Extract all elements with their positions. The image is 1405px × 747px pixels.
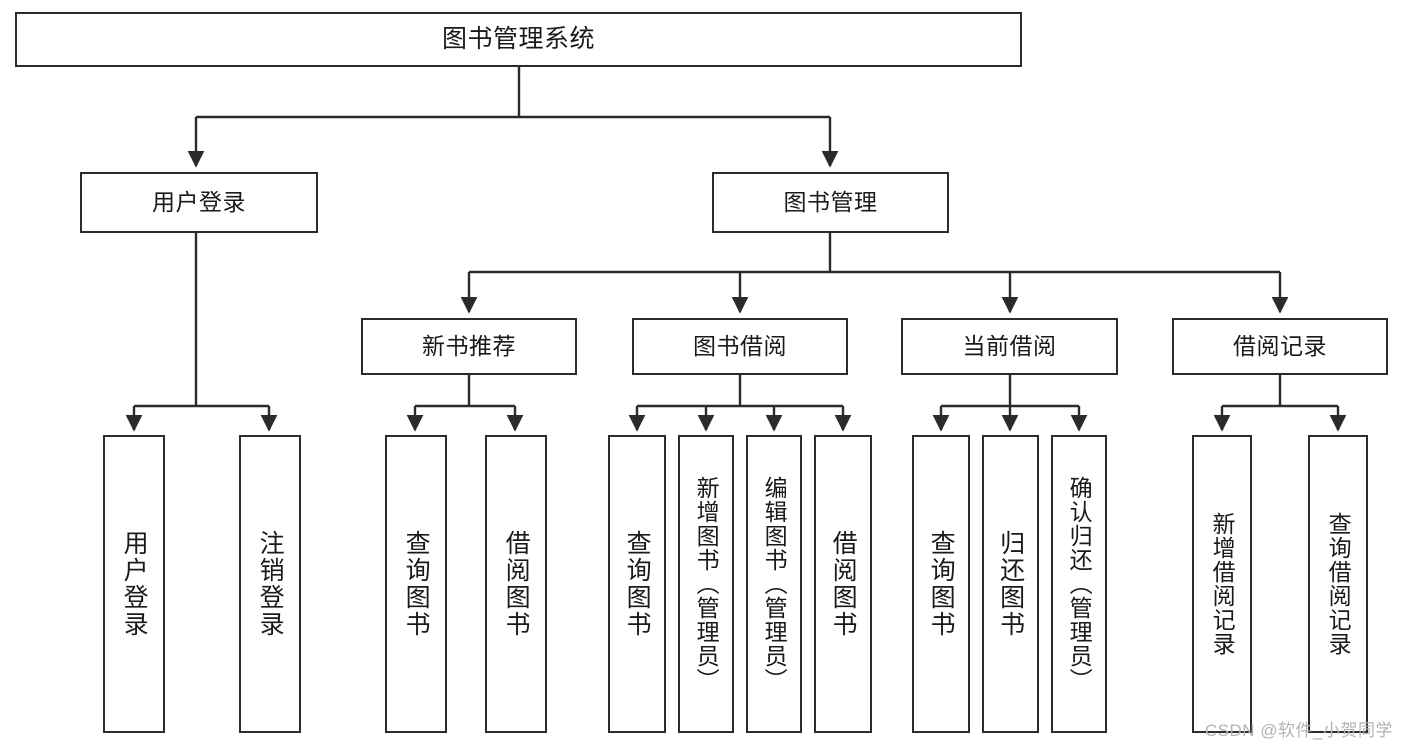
- node-borrow-record[interactable]: 借阅记录: [1172, 318, 1388, 375]
- node-label: 查询图书: [927, 530, 956, 638]
- node-label: 图书管理: [783, 188, 878, 215]
- leaf-current-borrow-query[interactable]: 查询图书: [912, 435, 970, 733]
- node-label: 新书推荐: [422, 332, 516, 359]
- node-book-management[interactable]: 图书管理: [712, 172, 949, 233]
- node-new-book-recommend[interactable]: 新书推荐: [361, 318, 577, 375]
- leaf-current-borrow-return[interactable]: 归还图书: [982, 435, 1039, 733]
- leaf-book-borrow-lend[interactable]: 借阅图书: [814, 435, 872, 733]
- leaf-new-book-borrow[interactable]: 借阅图书: [485, 435, 547, 733]
- node-label: 编辑图书（管理员）: [761, 476, 788, 692]
- node-label: 查询图书: [623, 530, 652, 638]
- node-user-login[interactable]: 用户登录: [80, 172, 318, 233]
- watermark-text: CSDN @软件_小贺同学: [1204, 721, 1393, 740]
- leaf-borrow-record-add[interactable]: 新增借阅记录: [1192, 435, 1252, 733]
- node-current-borrow[interactable]: 当前借阅: [901, 318, 1118, 375]
- node-label: 借阅记录: [1233, 332, 1327, 359]
- leaf-book-borrow-query[interactable]: 查询图书: [608, 435, 666, 733]
- node-label: 查询图书: [402, 530, 431, 638]
- node-label: 图书借阅: [693, 332, 787, 359]
- leaf-user-login-signin[interactable]: 用户登录: [103, 435, 165, 733]
- leaf-book-borrow-add[interactable]: 新增图书（管理员）: [678, 435, 734, 733]
- leaf-borrow-record-query[interactable]: 查询借阅记录: [1308, 435, 1368, 733]
- leaf-user-login-signout[interactable]: 注销登录: [239, 435, 301, 733]
- node-label: 用户登录: [152, 188, 246, 215]
- leaf-current-borrow-confirm-return[interactable]: 确认归还（管理员）: [1051, 435, 1107, 733]
- node-book-borrow[interactable]: 图书借阅: [632, 318, 848, 375]
- node-label: 注销登录: [256, 530, 285, 638]
- node-label: 新增借阅记录: [1209, 512, 1236, 656]
- leaf-book-borrow-edit[interactable]: 编辑图书（管理员）: [746, 435, 802, 733]
- node-label: 新增图书（管理员）: [693, 476, 720, 692]
- node-label: 归还图书: [996, 530, 1025, 638]
- node-root-system[interactable]: 图书管理系统: [15, 12, 1022, 67]
- node-label: 确认归还（管理员）: [1066, 476, 1093, 692]
- node-label: 查询借阅记录: [1325, 512, 1352, 656]
- node-label: 当前借阅: [962, 332, 1057, 359]
- node-label: 借阅图书: [502, 530, 531, 638]
- node-label: 用户登录: [120, 530, 149, 638]
- node-label: 借阅图书: [829, 530, 858, 638]
- leaf-new-book-query[interactable]: 查询图书: [385, 435, 447, 733]
- node-label: 图书管理系统: [441, 24, 595, 53]
